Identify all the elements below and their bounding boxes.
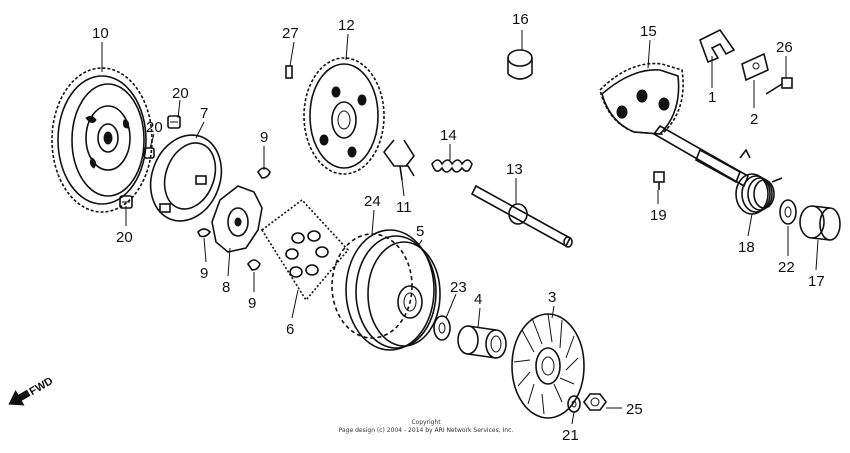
label-20-a: 20 bbox=[172, 85, 189, 102]
label-4: 4 bbox=[474, 291, 482, 308]
part-4-collar bbox=[457, 325, 507, 359]
leader-lines bbox=[101, 30, 819, 425]
label-20-b: 20 bbox=[146, 119, 163, 136]
label-11: 11 bbox=[396, 199, 412, 216]
label-22: 22 bbox=[778, 259, 795, 276]
label-8: 8 bbox=[222, 279, 230, 296]
part-17-collar bbox=[799, 205, 841, 241]
fwd-arrow: FWD bbox=[8, 375, 56, 406]
part-9-clip-b bbox=[197, 228, 212, 238]
part-22-washer bbox=[779, 199, 797, 225]
label-27: 27 bbox=[282, 25, 299, 42]
copyright-line-2: Page design (c) 2004 - 2014 by ARI Netwo… bbox=[339, 427, 514, 434]
part-14-spring bbox=[431, 159, 473, 173]
part-24-o-ring bbox=[331, 233, 413, 339]
label-9-c: 9 bbox=[248, 295, 256, 312]
copyright-notice: Copyright Page design (c) 2004 - 2014 by… bbox=[339, 419, 514, 434]
part-25-nut bbox=[583, 393, 607, 411]
part-21-washer bbox=[567, 395, 581, 413]
part-6-weight-rollers bbox=[260, 198, 350, 302]
label-12: 12 bbox=[338, 17, 355, 34]
label-5: 5 bbox=[416, 223, 424, 240]
part-number-labels: 10 20 20 20 7 9 9 8 9 6 24 5 23 4 3 21 2… bbox=[92, 11, 825, 444]
label-6: 6 bbox=[286, 321, 294, 338]
label-3: 3 bbox=[548, 289, 556, 306]
part-18-return-spring bbox=[735, 148, 783, 215]
copyright-line-1: Copyright bbox=[411, 419, 441, 426]
label-10: 10 bbox=[92, 25, 109, 42]
label-7: 7 bbox=[200, 105, 208, 122]
part-20-screw-b bbox=[143, 147, 155, 159]
part-7-plate bbox=[149, 134, 223, 222]
label-9-b: 9 bbox=[200, 265, 208, 282]
part-20-screw-a bbox=[167, 115, 181, 129]
part-1-guide bbox=[699, 28, 736, 64]
label-15: 15 bbox=[640, 23, 657, 40]
label-14: 14 bbox=[440, 127, 457, 144]
part-9-clip-c bbox=[247, 259, 261, 271]
label-2: 2 bbox=[750, 111, 758, 128]
label-24: 24 bbox=[364, 193, 381, 210]
label-1: 1 bbox=[708, 89, 716, 106]
part-10-starter-driven-gear bbox=[51, 67, 153, 213]
part-19-bolt bbox=[653, 171, 665, 190]
label-20-c: 20 bbox=[116, 229, 133, 246]
part-2-plate bbox=[741, 52, 769, 82]
part-3-drive-face bbox=[511, 313, 585, 419]
part-9-clip-a bbox=[257, 167, 271, 179]
part-26-bolt bbox=[765, 77, 793, 95]
label-18: 18 bbox=[738, 239, 755, 256]
part-15-kick-spindle bbox=[599, 62, 750, 188]
label-19: 19 bbox=[650, 207, 667, 224]
label-9-a: 9 bbox=[260, 129, 268, 146]
part-13-shaft bbox=[470, 184, 573, 248]
part-5-movable-drive-face bbox=[345, 229, 441, 351]
part-27-pin bbox=[285, 65, 293, 79]
label-16: 16 bbox=[512, 11, 529, 28]
label-13: 13 bbox=[506, 161, 523, 178]
part-23-washer bbox=[433, 315, 451, 341]
label-23: 23 bbox=[450, 279, 467, 296]
fwd-label: FWD bbox=[28, 375, 56, 398]
label-26: 26 bbox=[776, 39, 793, 56]
part-12-kick-driven-gear bbox=[303, 57, 385, 175]
label-21: 21 bbox=[562, 427, 579, 444]
part-16-collar bbox=[507, 49, 533, 80]
label-17: 17 bbox=[808, 273, 825, 290]
label-25: 25 bbox=[626, 401, 643, 418]
part-8-ramp-plate bbox=[211, 185, 263, 253]
part-11-spring-clip bbox=[382, 139, 415, 181]
